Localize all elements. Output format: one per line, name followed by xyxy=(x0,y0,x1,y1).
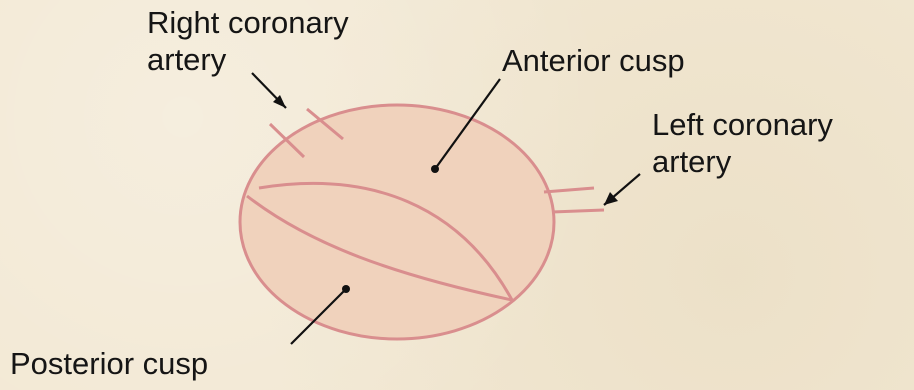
left-coronary-artery-label-line1: Left coronary xyxy=(652,106,833,143)
left-coronary-artery-label: Left coronary artery xyxy=(652,106,833,180)
anterior-cusp-pointer-dot xyxy=(431,165,439,173)
posterior-cusp-pointer-dot xyxy=(342,285,350,293)
anterior-cusp-label: Anterior cusp xyxy=(502,42,685,79)
right-coronary-artery-label: Right coronary artery xyxy=(147,4,349,78)
posterior-cusp-label: Posterior cusp xyxy=(10,345,208,382)
right-coronary-artery-label-line1: Right coronary xyxy=(147,4,349,41)
right-coronary-artery-label-line2: artery xyxy=(147,41,349,78)
left-coronary-artery-label-line2: artery xyxy=(652,143,833,180)
